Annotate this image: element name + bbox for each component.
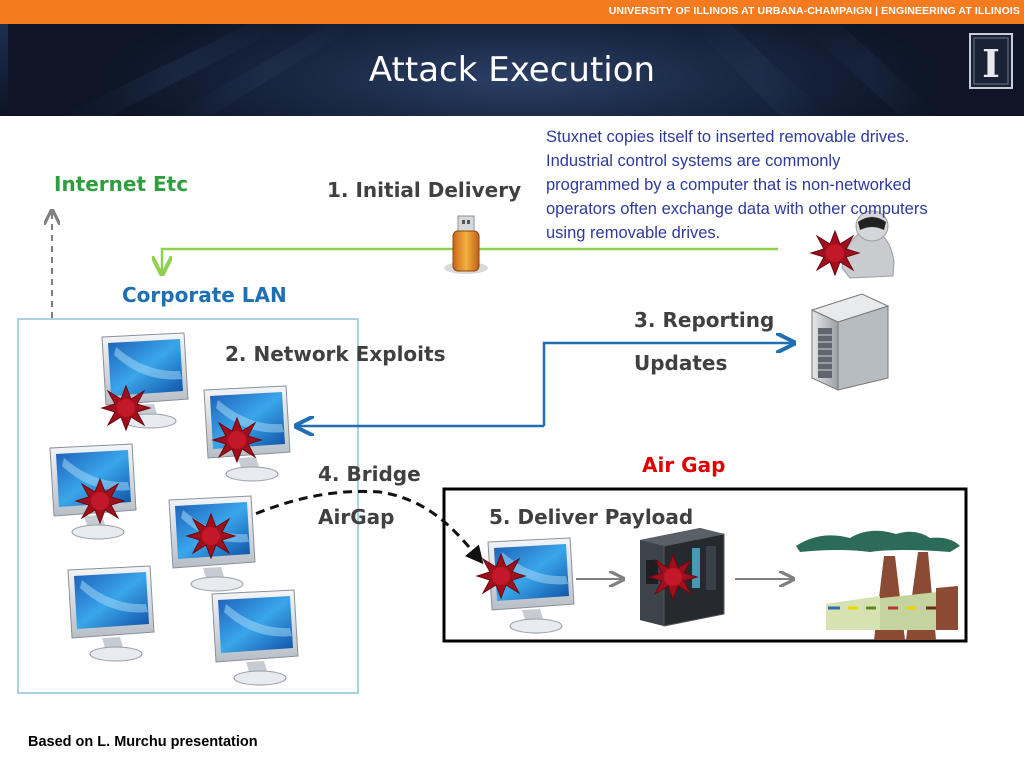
note-line: programmed by a computer that is non-net… [546, 176, 912, 194]
bridge-airgap-arrow [214, 489, 484, 565]
source-credit: Based on L. Murchu presentation [28, 734, 258, 750]
factory-icon [796, 530, 960, 640]
air-gap-network-box [442, 487, 968, 643]
step3-updates-label: Updates [634, 351, 728, 375]
air-gap-label: Air Gap [642, 453, 726, 477]
computer-icon [211, 589, 299, 686]
note-line: Stuxnet copies itself to inserted remova… [546, 128, 910, 146]
university-name: UNIVERSITY OF ILLINOIS AT URBANA-CHAMPAI… [608, 5, 1020, 17]
slide-title: Attack Execution [368, 50, 656, 90]
university-logo-icon: I [969, 33, 1013, 89]
step5-label: 5. Deliver Payload [489, 505, 694, 529]
top-bar: UNIVERSITY OF ILLINOIS AT URBANA-CHAMPAI… [0, 0, 1024, 24]
banner-left-edge [0, 24, 8, 116]
logo-letter: I [982, 41, 1000, 86]
hacker-icon [841, 210, 895, 279]
corporate-lan-box [17, 318, 359, 694]
initial-delivery-arrow [162, 247, 778, 272]
note-line: operators often exchange data with other… [546, 200, 928, 218]
step1-label: 1. Initial Delivery [327, 178, 522, 202]
note-line: Industrial control systems are commonly [546, 152, 841, 170]
step3-label: 3. Reporting [634, 308, 775, 332]
malware-star-icon [648, 554, 698, 600]
corporate-lan-label: Corporate LAN [122, 283, 287, 307]
banner-background-pattern [60, 24, 940, 116]
step4-airgap-label: AirGap [318, 505, 395, 529]
malware-star-icon [476, 553, 526, 599]
server-icon [810, 293, 890, 391]
stuxnet-note: Stuxnet copies itself to inserted remova… [546, 125, 1016, 245]
internet-label: Internet Etc [54, 172, 189, 196]
malware-star-icon [101, 385, 151, 431]
computer-icon [67, 565, 155, 662]
malware-star-icon [186, 513, 236, 559]
note-line: using removable drives. [546, 224, 721, 242]
title-banner [0, 24, 1024, 116]
reporting-arrow [542, 343, 792, 426]
step4-label: 4. Bridge [318, 462, 421, 486]
usb-drive-icon [444, 215, 488, 274]
malware-star-icon [75, 478, 125, 524]
malware-star-icon [212, 417, 262, 463]
step2-label: 2. Network Exploits [225, 342, 446, 366]
